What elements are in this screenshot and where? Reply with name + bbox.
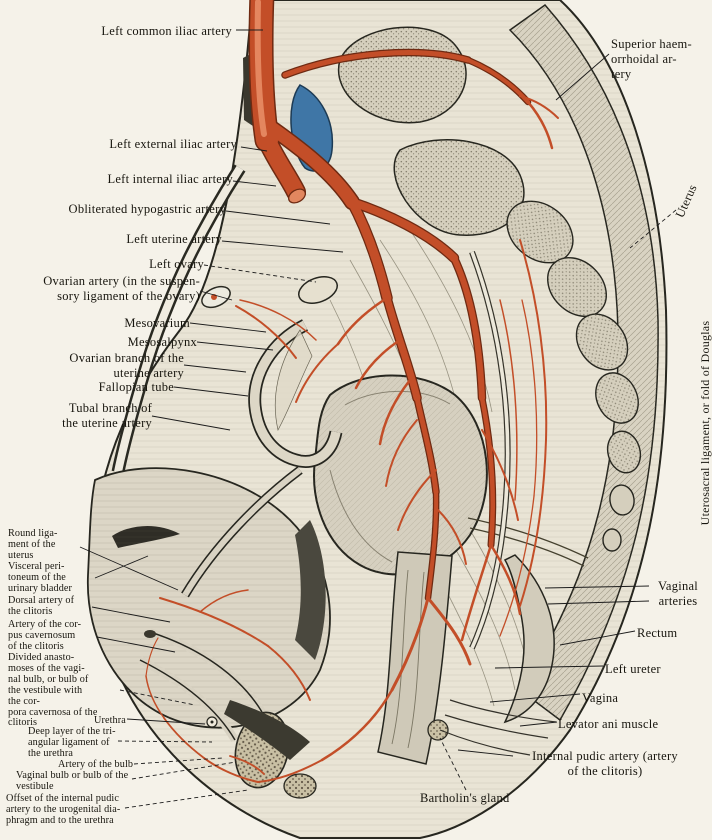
crevice-bladder-uterus [295, 520, 326, 660]
label-artery-corpus-cavernosum: Artery of the cor- pus cavernosum of the… [8, 619, 82, 652]
urethra-opening [206, 716, 218, 728]
label-left-common-iliac-artery: Left common iliac artery [101, 24, 232, 38]
ovarian-artery [235, 305, 297, 359]
label-left-external-iliac-artery: Left external iliac artery [109, 137, 237, 151]
label-left-internal-iliac-artery: Left internal iliac artery [107, 172, 233, 186]
label-ovarian-branch-uterine-artery: Ovarian branch of the uterine artery [69, 351, 184, 380]
crevice-perineum [224, 700, 310, 760]
label-obliterated-hypogastric-artery: Obliterated hypogastric artery [68, 202, 226, 216]
label-left-ovary: Left ovary [149, 257, 204, 271]
bartholins-gland-body [427, 719, 449, 741]
internal-iliac-artery [262, 119, 359, 209]
vulva-folds [138, 628, 266, 743]
vertebrae-stipple [507, 201, 641, 473]
ureter-cord [469, 250, 511, 650]
internal-pudic-artery [320, 688, 394, 762]
label-urethra: Urethra [94, 715, 126, 726]
label-visceral-peritoneum-bladder: Visceral peri- toneum of the urinary bla… [8, 561, 73, 594]
leader-lines-solid [79, 29, 650, 757]
label-left-uterine-artery: Left uterine artery [126, 232, 222, 246]
label-levator-ani-muscle: Levator ani muscle [558, 717, 659, 731]
uterine-artery [383, 294, 421, 402]
mesosalpinx-membrane [274, 329, 313, 431]
label-deep-layer-triangular-ligament: Deep layer of the tri- angular ligament … [28, 726, 116, 759]
label-dorsal-artery-clitoris: Dorsal artery of the clitoris [8, 595, 75, 617]
label-divided-anastomoses: Divided anasto- moses of the vagi- nal b… [8, 652, 98, 729]
label-offset-internal-pudic: Offset of the internal pudic artery to t… [6, 793, 121, 826]
label-fallopian-tube: Fallopian tube [98, 380, 174, 394]
label-mesovarium: Mesovarium [124, 316, 190, 330]
label-internal-pudic-artery: Internal pudic artery (artery of the cli… [532, 749, 678, 778]
label-left-ureter: Left ureter [605, 662, 661, 676]
label-superior-haemorrhoidal-artery: Superior haem- orrhoidal ar- tery [611, 37, 692, 81]
label-uterosacral-ligament: Uterosacral ligament, or fold of Douglas [698, 320, 712, 526]
label-tubal-branch-uterine-artery: Tubal branch of the uterine artery [62, 401, 152, 430]
label-round-ligament-uterus: Round liga- ment of the uterus [8, 528, 58, 561]
pelvic-bones [337, 26, 525, 236]
clitoris-tip [144, 630, 156, 638]
pelvic-cut-edge [111, 164, 246, 474]
uterosacral-fold [467, 517, 589, 567]
ovary-body [298, 276, 338, 304]
dorsal-clitoral-artery [145, 637, 159, 677]
artery-of-bulb [229, 755, 265, 775]
label-mesosalpynx: Mesosalpynx [127, 335, 197, 349]
label-vaginal-arteries: Vaginal arteries [658, 579, 698, 608]
label-artery-of-the-bulb: Artery of the bulb [58, 759, 134, 770]
label-vaginal-bulb: Vaginal bulb or bulb of the vestibule [16, 770, 129, 792]
arterial-tree [145, 0, 559, 783]
label-rectum: Rectum [637, 626, 678, 640]
label-ovarian-artery: Ovarian artery (in the suspen- sory liga… [43, 274, 200, 303]
external-iliac-artery [258, 131, 305, 201]
vaginal-artery [479, 395, 495, 548]
superior-haemorrhoidal-artery [282, 50, 471, 78]
fallopian-tube [248, 319, 343, 468]
leader-lines [79, 29, 677, 809]
levator-ani-fibers [439, 699, 557, 756]
external-iliac-cut-face [287, 188, 307, 204]
label-bartholins-gland: Bartholin's gland [420, 791, 510, 805]
round-ligament-cord [181, 466, 303, 598]
label-vagina: Vagina [582, 691, 619, 705]
leader-lines-dashed [117, 209, 677, 809]
uterus-body [313, 374, 488, 576]
